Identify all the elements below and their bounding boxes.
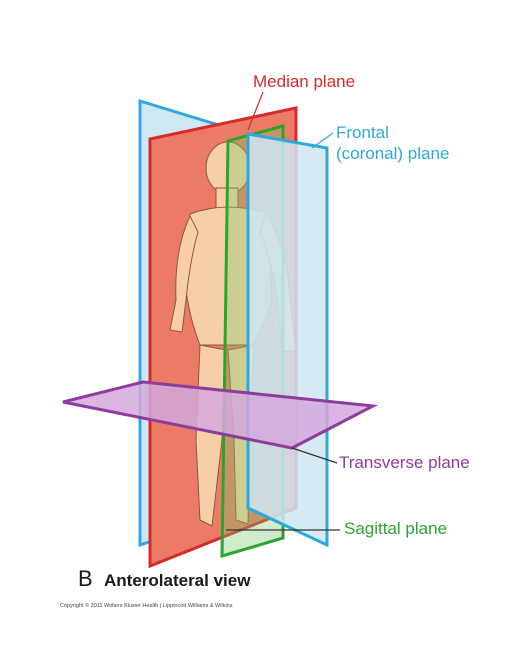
frontal-plane-front xyxy=(246,132,329,548)
sagittal-plane-label: Sagittal plane xyxy=(344,519,448,538)
frontal-leader-line xyxy=(311,132,334,149)
frontal-plane-label: Frontal (coronal) plane xyxy=(336,122,449,164)
panel-title: Anterolateral view xyxy=(104,571,251,590)
median-plane-label: Median plane xyxy=(253,72,356,91)
frontal-label-line2: (coronal) plane xyxy=(336,144,450,163)
frontal-label-line1: Frontal xyxy=(336,123,389,142)
transverse-plane-label: Transverse plane xyxy=(339,453,470,472)
median-leader-line xyxy=(247,91,264,131)
copyright-line: Copyright © 2011 Wolters Kluwer Health |… xyxy=(60,603,233,609)
transverse-plane xyxy=(62,380,379,450)
transverse-leader-line xyxy=(291,447,338,464)
panel-letter: B xyxy=(78,566,93,591)
